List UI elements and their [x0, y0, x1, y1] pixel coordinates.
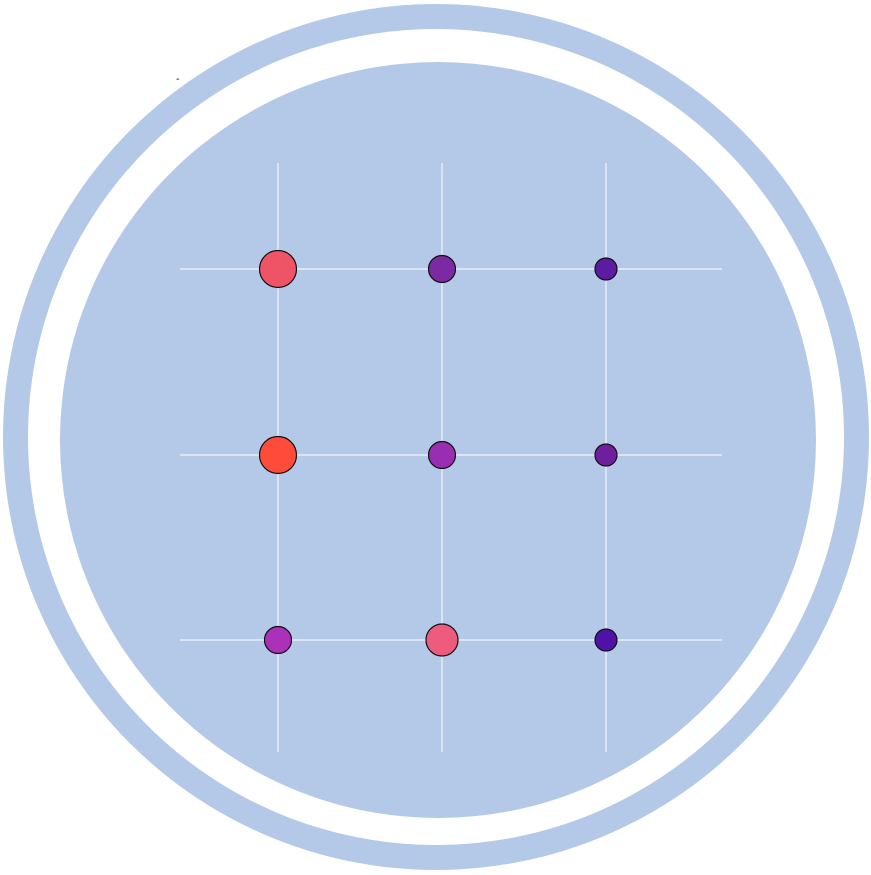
- data-point-3-3: [594, 257, 618, 281]
- data-point-3-1: [594, 628, 618, 652]
- plot-disc: [60, 62, 816, 818]
- data-point-1-3: [258, 249, 298, 289]
- data-point-1-1: [263, 625, 293, 655]
- data-point-2-3: [427, 254, 457, 284]
- data-point-3-2: [594, 443, 618, 467]
- data-point-1-2: [258, 435, 298, 475]
- data-points: [258, 249, 618, 657]
- data-point-2-1: [425, 623, 459, 657]
- data-point-2-2: [427, 440, 457, 470]
- annotation-mark: -: [176, 74, 180, 85]
